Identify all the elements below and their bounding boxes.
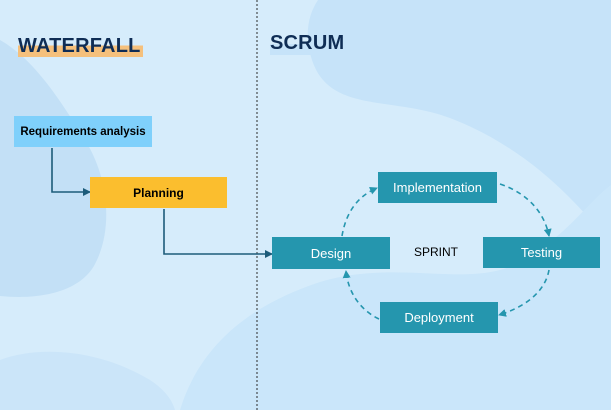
cycle-arrow-deployment-to-design	[342, 270, 380, 320]
background-blob-bottom-right	[180, 185, 611, 410]
implementation-box: Implementation	[378, 172, 497, 203]
design-box: Design	[272, 237, 390, 269]
planning-box: Planning	[90, 177, 227, 208]
cycle-arrow-testing-to-deployment	[498, 269, 550, 317]
cycle-arrow-design-to-implementation	[341, 187, 378, 237]
background-blob-left	[0, 40, 107, 297]
scrum-heading: SCRUM	[270, 32, 346, 55]
connector-requirements-to-planning	[51, 148, 91, 196]
testing-box: Testing	[483, 237, 600, 268]
connector-planning-to-design	[163, 209, 273, 258]
requirements-analysis-box: Requirements analysis	[14, 116, 152, 147]
background-blob-top-right	[307, 0, 611, 245]
sprint-label: SPRINT	[413, 245, 458, 259]
background-blob-bottom-left	[0, 351, 175, 410]
cycle-arrow-implementation-to-testing	[499, 183, 552, 237]
deployment-box: Deployment	[380, 302, 498, 333]
waterfall-heading: WATERFALL	[18, 35, 143, 57]
